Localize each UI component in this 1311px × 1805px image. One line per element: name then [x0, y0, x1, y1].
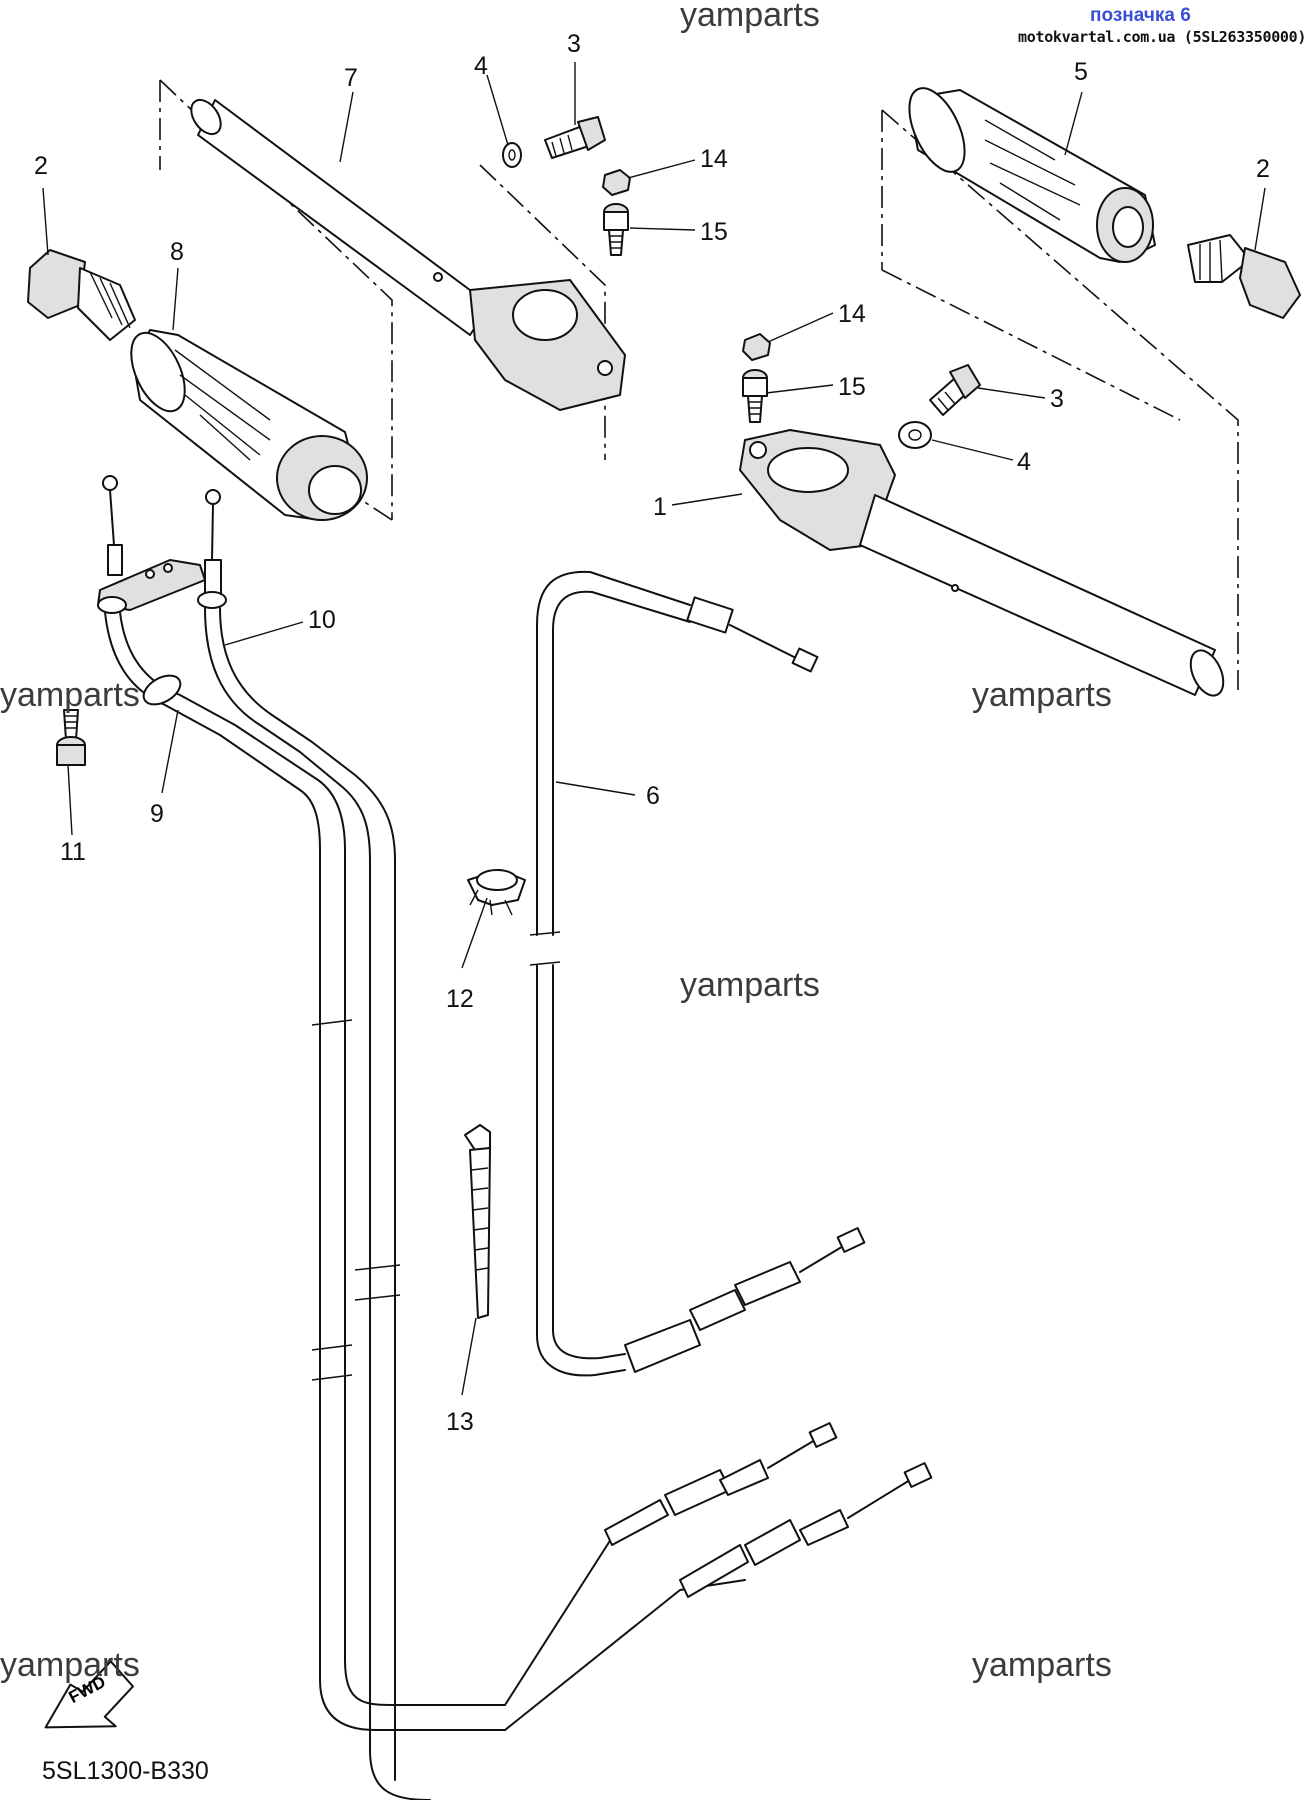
watermark-left: yamparts [0, 676, 140, 714]
bolt-top [544, 116, 606, 159]
callout-4-right: 4 [1017, 448, 1031, 476]
watermark-middle: yamparts [680, 966, 820, 1004]
throttle-cable-ends [504, 1422, 933, 1731]
callout-15-top: 15 [700, 218, 728, 246]
screw-11 [56, 709, 86, 766]
fwd-arrow [44, 1660, 134, 1729]
throttle-cables [97, 475, 506, 1801]
callout-3-right: 3 [1050, 385, 1064, 413]
callout-3-top: 3 [567, 30, 581, 58]
diagram-code: 5SL1300-B330 [42, 1757, 209, 1785]
washer-right [898, 421, 932, 449]
callout-14-top: 14 [700, 145, 728, 173]
callout-6: 6 [646, 782, 660, 810]
handlebar-right [739, 429, 1225, 697]
screw-top [603, 203, 629, 256]
callout-10: 10 [308, 606, 336, 634]
callout-13: 13 [446, 1408, 474, 1436]
clutch-cable [529, 570, 866, 1377]
header-site: motokvartal.com.ua (5SL263350000) [1018, 28, 1307, 46]
callout-2-right: 2 [1256, 155, 1270, 183]
washer-top [502, 142, 522, 168]
callout-4-top: 4 [474, 52, 488, 80]
callout-12: 12 [446, 985, 474, 1013]
bar-end-left [27, 249, 136, 341]
callout-8: 8 [170, 238, 184, 266]
cap-right [742, 333, 771, 361]
header-title: позначка 6 [1090, 5, 1191, 26]
screw-right [742, 369, 768, 423]
callout-1: 1 [653, 493, 667, 521]
handlebar-left [190, 98, 626, 411]
callout-7: 7 [344, 64, 358, 92]
watermark-right: yamparts [972, 676, 1112, 714]
alignment-frame-right [881, 109, 1239, 690]
watermark-bottom-right: yamparts [972, 1646, 1112, 1684]
callout-15-right: 15 [838, 373, 866, 401]
leader-lines [42, 62, 1266, 1396]
cap-top [602, 169, 631, 196]
callout-14-right: 14 [838, 300, 866, 328]
bar-end-right [1187, 234, 1301, 319]
watermark-top: yamparts [680, 0, 820, 34]
callout-9: 9 [150, 800, 164, 828]
bolt-right [929, 364, 981, 416]
watermark-bottom-left: yamparts [0, 1646, 140, 1684]
grip-left [130, 329, 368, 521]
grip-right [908, 87, 1156, 263]
callout-2-left: 2 [34, 152, 48, 180]
cable-clamp [467, 869, 526, 916]
callout-11: 11 [60, 838, 86, 866]
alignment-frame-top [479, 164, 606, 460]
callout-5: 5 [1074, 58, 1088, 86]
cable-tie [464, 1124, 491, 1319]
